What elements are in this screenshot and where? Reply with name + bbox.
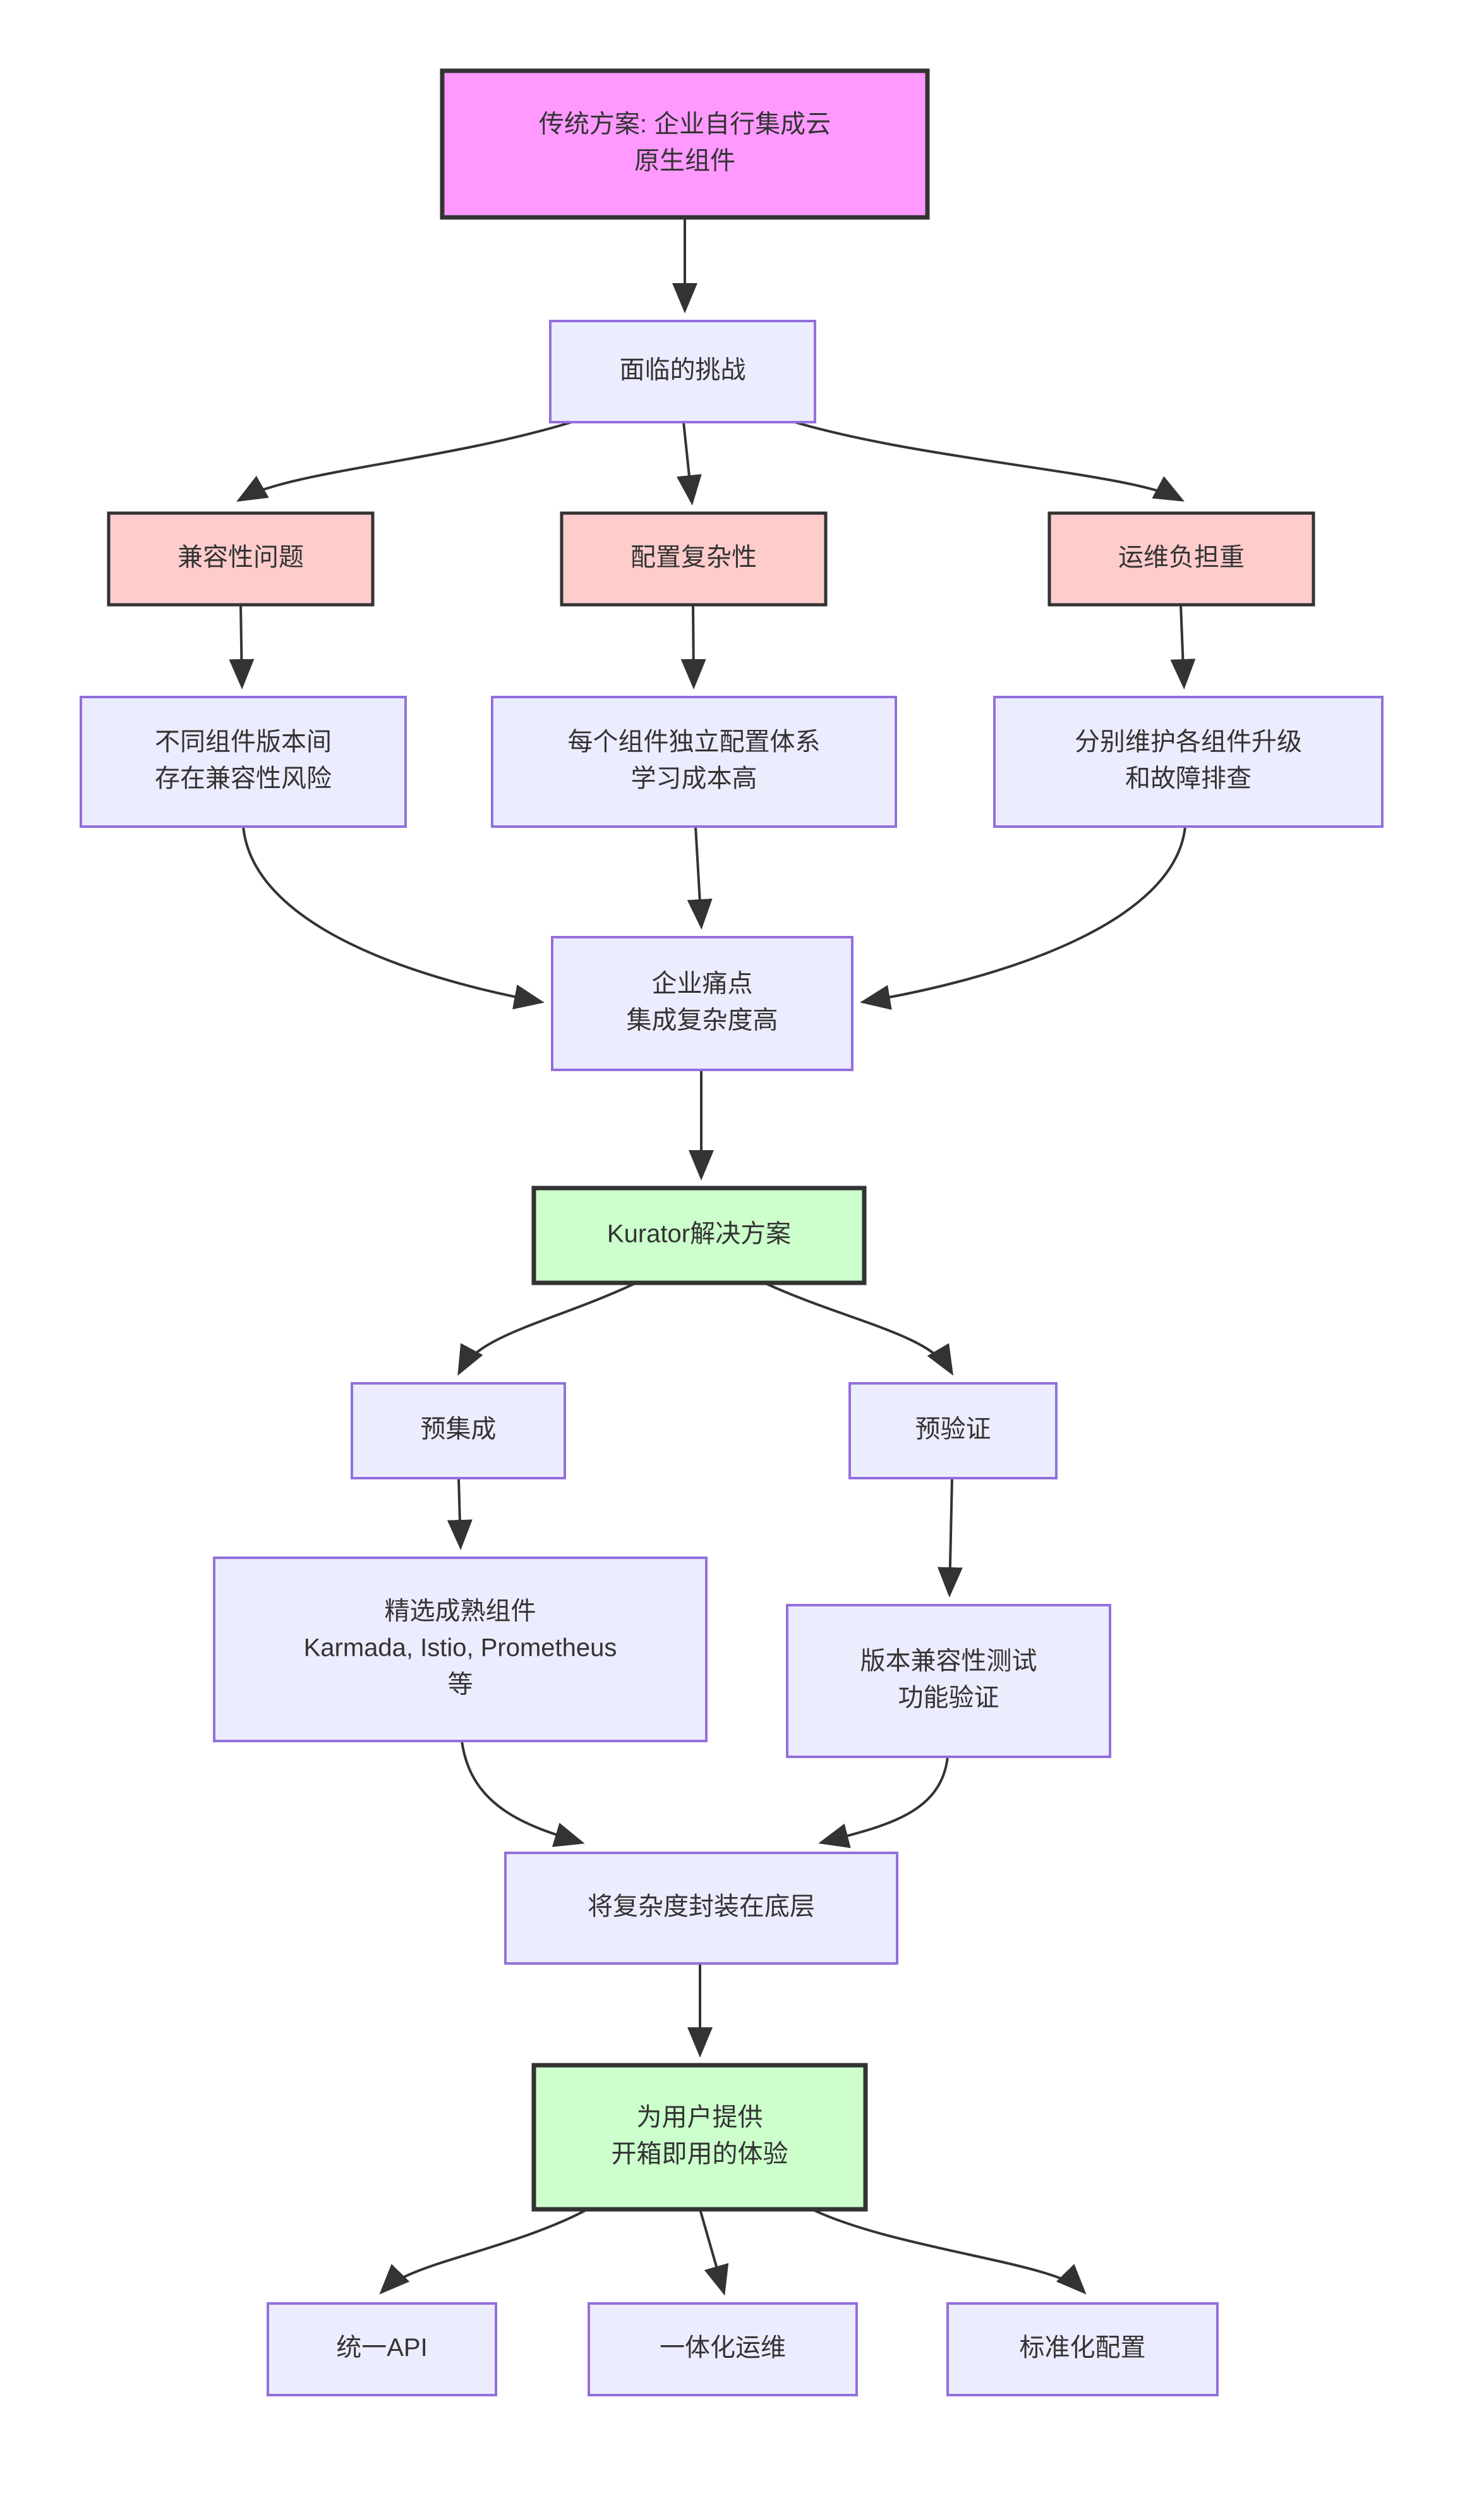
node-box-kurator[interactable] bbox=[531, 1186, 867, 1285]
node-box-encapsulate[interactable] bbox=[504, 1852, 898, 1965]
flow-edge-ops-to-ops-detail bbox=[1170, 604, 1196, 689]
node-label-compat-detail-line-1: 不同组件版本间 bbox=[155, 728, 332, 756]
flow-edge-kurator-to-prevalidate bbox=[764, 1282, 954, 1376]
flow-node-prevalidate[interactable]: 预验证 bbox=[848, 1382, 1058, 1479]
flow-edge-experience-to-unified-api bbox=[379, 2208, 588, 2295]
flow-edge-challenges-to-ops bbox=[794, 421, 1185, 502]
node-box-ops[interactable] bbox=[1047, 511, 1315, 607]
node-label-challenges-line-1: 面临的挑战 bbox=[620, 356, 746, 384]
node-label-painpoint-line-2: 集成复杂度高 bbox=[627, 1007, 778, 1035]
node-box-compat-detail[interactable] bbox=[80, 696, 407, 828]
node-label-kurator-line-1: Kurator解决方案 bbox=[607, 1220, 791, 1248]
flow-edge-config-detail-to-painpoint bbox=[687, 826, 713, 930]
flow-edge-challenges-to-compat bbox=[236, 421, 572, 502]
flow-node-encapsulate[interactable]: 将复杂度封装在底层 bbox=[504, 1852, 898, 1965]
flow-node-compat[interactable]: 兼容性问题 bbox=[107, 511, 375, 607]
node-box-unified-api[interactable] bbox=[267, 2302, 497, 2396]
flow-node-components[interactable]: 精选成熟组件 Karmada, Istio, Prometheus 等 bbox=[213, 1556, 708, 1742]
node-label-compat-line-1: 兼容性问题 bbox=[178, 543, 304, 571]
flow-node-unified-api[interactable]: 统一API bbox=[267, 2302, 497, 2396]
flow-node-standard-config[interactable]: 标准化配置 bbox=[946, 2302, 1219, 2396]
flow-node-preintegrate[interactable]: 预集成 bbox=[351, 1382, 566, 1479]
flow-edge-preintegrate-to-components bbox=[447, 1477, 473, 1550]
node-label-experience-line-2: 开箱即用的体验 bbox=[612, 2140, 788, 2168]
flow-node-integrated-ops[interactable]: 一体化运维 bbox=[588, 2302, 858, 2396]
node-label-standard-config-line-1: 标准化配置 bbox=[1020, 2334, 1146, 2362]
flow-edge-prevalidate-to-versiontest bbox=[937, 1477, 963, 1598]
node-label-traditional-line-1: 传统方案: 企业自行集成云 bbox=[539, 111, 831, 138]
node-box-painpoint[interactable] bbox=[551, 936, 854, 1071]
flow-node-challenges[interactable]: 面临的挑战 bbox=[549, 320, 816, 423]
node-box-experience[interactable] bbox=[531, 2063, 868, 2212]
flow-edge-experience-to-standard-config bbox=[811, 2208, 1087, 2295]
node-label-components-line-1: 精选成熟组件 bbox=[385, 1598, 536, 1625]
node-label-compat-detail-line-2: 存在兼容性风险 bbox=[155, 765, 332, 792]
node-label-painpoint-line-1: 企业痛点 bbox=[652, 970, 753, 998]
flow-edge-versiontest-to-encapsulate bbox=[818, 1756, 949, 1848]
node-label-versiontest-line-1: 版本兼容性测试 bbox=[860, 1647, 1037, 1675]
node-label-ops-detail-line-2: 和故障排查 bbox=[1125, 765, 1252, 792]
flow-edge-compat-detail-to-painpoint bbox=[242, 826, 545, 1010]
node-box-standard-config[interactable] bbox=[946, 2302, 1219, 2396]
node-box-components[interactable] bbox=[213, 1556, 708, 1742]
flow-edge-compat-to-compat-detail bbox=[229, 604, 255, 689]
edges-layer bbox=[229, 217, 1196, 2296]
node-label-unified-api-line-1: 统一API bbox=[336, 2334, 427, 2362]
node-box-preintegrate[interactable] bbox=[351, 1382, 566, 1479]
node-label-config-line-1: 配置复杂性 bbox=[630, 543, 757, 571]
node-box-compat[interactable] bbox=[107, 511, 375, 607]
flow-node-ops[interactable]: 运维负担重 bbox=[1047, 511, 1315, 607]
node-box-ops-detail[interactable] bbox=[993, 696, 1384, 828]
flow-edge-kurator-to-preintegrate bbox=[457, 1282, 637, 1376]
node-box-challenges[interactable] bbox=[549, 320, 816, 423]
flow-node-kurator[interactable]: Kurator解决方案 bbox=[531, 1186, 867, 1285]
flow-edge-experience-to-integrated-ops bbox=[699, 2209, 729, 2296]
flow-edge-ops-detail-to-painpoint bbox=[860, 826, 1186, 1010]
flow-node-config[interactable]: 配置复杂性 bbox=[560, 511, 828, 607]
node-box-traditional[interactable] bbox=[440, 68, 930, 220]
node-label-components-line-3: 等 bbox=[448, 1671, 473, 1699]
flow-edge-challenges-to-config bbox=[676, 422, 702, 506]
node-box-integrated-ops[interactable] bbox=[588, 2302, 858, 2396]
node-label-prevalidate-line-1: 预验证 bbox=[915, 1416, 991, 1443]
node-label-ops-detail-line-1: 分别维护各组件升级 bbox=[1075, 728, 1302, 756]
node-box-config[interactable] bbox=[560, 511, 828, 607]
node-label-config-detail-line-1: 每个组件独立配置体系 bbox=[568, 728, 821, 756]
node-label-components-line-2: Karmada, Istio, Prometheus bbox=[304, 1634, 617, 1662]
node-label-ops-line-1: 运维负担重 bbox=[1118, 543, 1245, 571]
node-label-integrated-ops-line-1: 一体化运维 bbox=[660, 2334, 786, 2362]
node-box-prevalidate[interactable] bbox=[848, 1382, 1058, 1479]
node-label-traditional-line-2: 原生组件 bbox=[634, 147, 735, 175]
flow-edge-config-to-config-detail bbox=[680, 604, 706, 689]
node-label-experience-line-1: 为用户提供 bbox=[637, 2104, 763, 2132]
node-box-config-detail[interactable] bbox=[491, 696, 897, 828]
node-box-versiontest[interactable] bbox=[786, 1604, 1111, 1758]
node-label-config-detail-line-2: 学习成本高 bbox=[631, 765, 757, 792]
node-label-preintegrate-line-1: 预集成 bbox=[421, 1416, 497, 1443]
flow-edge-components-to-encapsulate bbox=[461, 1740, 585, 1847]
node-label-versiontest-line-2: 功能验证 bbox=[898, 1684, 999, 1712]
node-label-encapsulate-line-1: 将复杂度封装在底层 bbox=[588, 1893, 815, 1920]
